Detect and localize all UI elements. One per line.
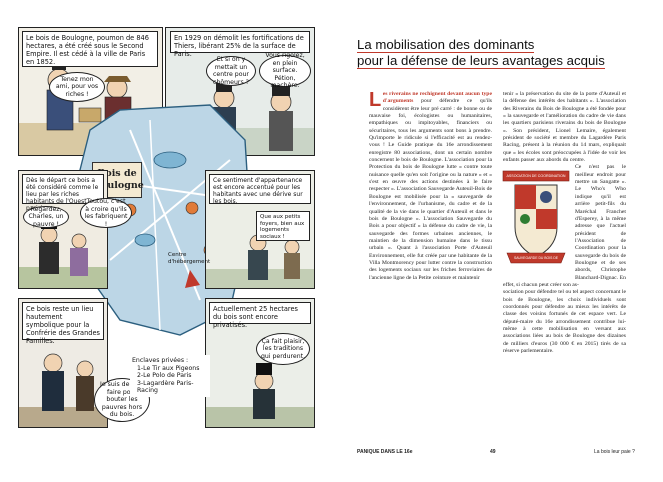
footer-section-title: La bois leur paie ? [594, 449, 635, 455]
caption-top-right: En 1929 on démolit les fortifications de… [170, 31, 310, 58]
enclave-item: 3-Lagardère Paris-Racing [137, 379, 194, 395]
comic-page: Le bois de Boulogne, poumon de 846 hecta… [18, 27, 315, 428]
panel-drawing [206, 234, 314, 288]
map-label-center: Centre d'hébergement [168, 252, 211, 265]
panel-bottom-right: Actuellement 25 hectares du bois sont en… [205, 298, 315, 428]
map-title-line1: Bois de [97, 168, 137, 179]
caption-bottom-left: Ce bois reste un lieu hautement symboliq… [22, 302, 104, 345]
panel-middle-left: Dès le départ ce bois a été considéré co… [18, 170, 108, 289]
crest-ribbon-text: SAUVEGARDE DU BOIS DE BOULOGNE [513, 256, 559, 268]
caption-top-left: Le bois de Boulogne, poumon de 846 hecta… [22, 31, 158, 67]
drop-cap: L [369, 89, 382, 111]
speech-bubble-center: Et si on y mettait un centre pour chômeu… [206, 56, 256, 86]
panel-drawing [206, 363, 314, 427]
title-line-1: La mobilisation des dominants [357, 37, 535, 53]
enclave-item: 2-Le Polo de Paris [137, 372, 192, 380]
title-line-2: pour la défense de leurs avantages acqui… [357, 53, 605, 69]
panel-drawing [19, 353, 107, 427]
caption-mid-right: Ce sentiment d'appartenance est encore a… [209, 174, 311, 205]
column-2-top: tenir « la préservation du site de la po… [503, 91, 626, 164]
column-2-wrap: Ce n'est pas le meilleur endroit pour me… [503, 164, 626, 288]
column-1-text: pour défendre ce qu'ils considèrent être… [369, 98, 492, 281]
speech-bubble-poor: Regardez, Charles, un pauvre ! [23, 206, 69, 228]
speech-bubble-rich: Tenez mon ami, pour vos riches ! [49, 72, 105, 102]
association-crest [502, 171, 570, 264]
crest-banner-text: ASSOCIATION DE COORDINATION [506, 174, 566, 179]
enclave-item: 1-Le Tir aux Pigeons [137, 364, 200, 372]
page-number: 49 [490, 449, 496, 455]
panel-top-left: Le bois de Boulogne, poumon de 846 hecta… [18, 27, 163, 156]
map-label-right: Que aux petits foyers, bien aux logement… [256, 211, 310, 241]
crest-illustration: ASSOCIATION DE COORDINATION SAUVEGARDE D… [501, 167, 571, 275]
map-title-line2: Boulogne [93, 180, 144, 191]
enclaves-title: Enclaves privées : [132, 357, 189, 364]
footer-running-title: PANIQUE DANS LE 16e [357, 449, 412, 455]
article-page: La mobilisation des dominants pour la dé… [332, 0, 663, 482]
enclaves-legend: Enclaves privées : 1-Le Tir aux Pigeons … [130, 355, 210, 397]
speech-bubble-fabric: Toutou, c'est à croire qu'ils les fabriq… [80, 198, 132, 228]
speech-bubble-nose: Vous rigolez, en plein surface. Pétion, … [259, 52, 311, 89]
panel-middle-right: Ce sentiment d'appartenance est encore a… [205, 170, 315, 289]
caption-bottom-right: Actuellement 25 hectares du bois sont en… [209, 302, 311, 329]
column-2-bottom: sociation pour défendre tel ou tel aspec… [503, 289, 626, 355]
footer-left-text: PANIQUE DANS LE 16e [357, 449, 413, 455]
article-title: La mobilisation des dominants pour la dé… [357, 37, 647, 69]
panel-bottom-left: Ce bois reste un lieu hautement symboliq… [18, 298, 108, 428]
speech-bubble-bottom-right: Ça fait plaisir, les traditions qui perd… [256, 333, 310, 365]
article-column-2: tenir « la préservation du site de la po… [501, 91, 626, 355]
article-lead: es riverains ne rechignent devant aucun … [382, 91, 492, 105]
